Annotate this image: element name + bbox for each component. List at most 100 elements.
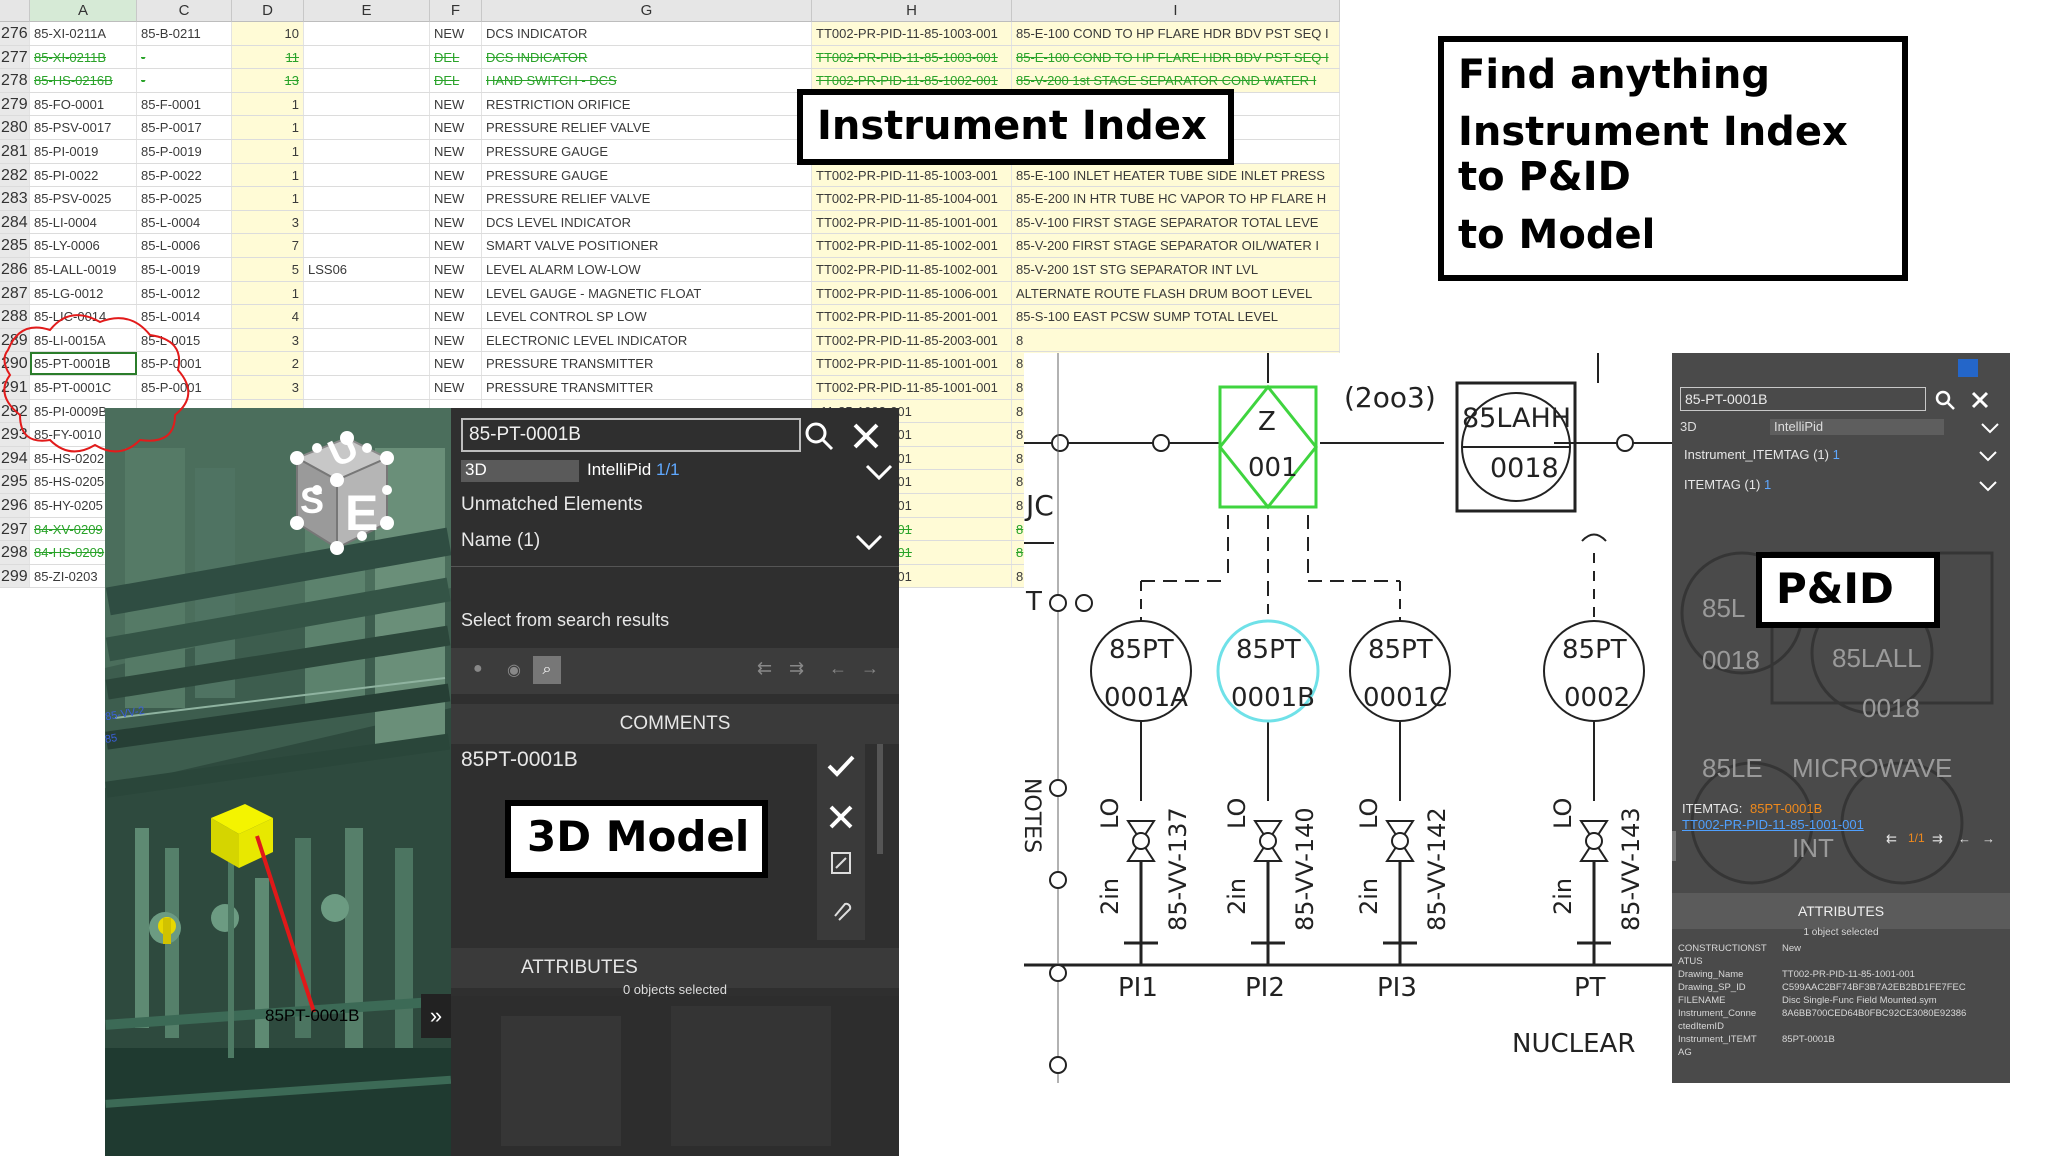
chevron-down-icon[interactable] bbox=[1978, 479, 1998, 493]
table-cell[interactable]: 85-LY-0006 bbox=[30, 234, 137, 257]
table-cell[interactable]: NEW bbox=[430, 352, 482, 375]
table-cell[interactable]: 85-FO-0001 bbox=[30, 92, 137, 116]
table-cell[interactable]: 1 bbox=[232, 116, 304, 139]
collapse-panel-button[interactable]: » bbox=[1672, 831, 1676, 861]
edit-icon[interactable] bbox=[829, 850, 853, 876]
table-cell[interactable]: NEW bbox=[430, 140, 482, 163]
table-cell[interactable]: 85-P-0001 bbox=[137, 376, 232, 399]
table-cell[interactable]: TT002-PR-PID-11-85-1002-001 bbox=[812, 258, 1012, 281]
table-cell[interactable]: 85-LI-0015A bbox=[30, 328, 137, 352]
table-cell[interactable]: 85-E-100 COND TO HP FLARE HDR BDV PST SE… bbox=[1012, 22, 1340, 45]
column-header[interactable]: D bbox=[232, 0, 304, 22]
table-cell[interactable]: LEVEL GAUGE - MAGNETIC FLOAT bbox=[482, 281, 812, 305]
filter-itemtag[interactable]: ITEMTAG (1) 1 bbox=[1684, 477, 1771, 492]
comment-text[interactable]: 85PT-0001B bbox=[461, 748, 578, 771]
table-cell[interactable]: 85-L-0012 bbox=[137, 281, 232, 305]
table-cell[interactable] bbox=[304, 92, 430, 116]
table-cell[interactable]: NEW bbox=[430, 116, 482, 139]
table-cell[interactable]: 85-E-100 COND TO HP FLARE HDR BDV PST SE… bbox=[1012, 45, 1340, 69]
table-cell[interactable]: 1 bbox=[232, 163, 304, 187]
attach-icon[interactable] bbox=[829, 896, 853, 922]
table-cell[interactable] bbox=[304, 352, 430, 375]
search-icon[interactable] bbox=[803, 420, 835, 452]
table-cell[interactable]: DCS INDICATOR bbox=[482, 22, 812, 45]
result-item[interactable]: ITEMTAG: 85PT-0001B TT002-PR-PID-11-85-1… bbox=[1678, 799, 2004, 849]
table-cell[interactable]: 13 bbox=[232, 69, 304, 92]
comment-scrollbar[interactable] bbox=[877, 744, 883, 854]
close-icon[interactable] bbox=[851, 421, 881, 451]
table-cell[interactable]: 85-PSV-0017 bbox=[30, 116, 137, 139]
table-cell[interactable] bbox=[304, 328, 430, 352]
table-cell[interactable]: NEW bbox=[430, 92, 482, 116]
table-cell[interactable]: 85-LALL-0019 bbox=[30, 258, 137, 281]
table-cell[interactable]: PRESSURE GAUGE bbox=[482, 163, 812, 187]
prev-arrow-icon[interactable]: ← bbox=[829, 658, 847, 678]
table-cell[interactable]: SMART VALVE POSITIONER bbox=[482, 234, 812, 257]
table-cell[interactable]: RESTRICTION ORIFICE bbox=[482, 92, 812, 116]
table-cell[interactable]: 85-XI-0211B bbox=[30, 45, 137, 69]
table-cell[interactable] bbox=[304, 187, 430, 210]
column-header[interactable] bbox=[0, 0, 30, 22]
chevron-down-icon[interactable] bbox=[865, 462, 893, 482]
table-cell[interactable] bbox=[304, 305, 430, 328]
next-arrow-icon[interactable]: → bbox=[1982, 831, 1995, 846]
close-icon[interactable] bbox=[828, 804, 854, 830]
table-cell[interactable]: 85-V-200 1ST STG SEPARATOR INT LVL bbox=[1012, 258, 1340, 281]
table-cell[interactable] bbox=[304, 116, 430, 139]
minimize-button[interactable] bbox=[1958, 359, 1978, 377]
table-cell[interactable]: TT002-PR-PID-11-85-1003-001 bbox=[812, 22, 1012, 45]
table-cell[interactable]: NEW bbox=[430, 376, 482, 399]
table-cell[interactable]: LEVEL CONTROL SP LOW bbox=[482, 305, 812, 328]
next-arrow-icon[interactable]: → bbox=[861, 658, 879, 678]
bubble-4-bottom[interactable]: 0002 bbox=[1564, 683, 1631, 713]
table-cell[interactable]: 1 bbox=[232, 92, 304, 116]
table-cell[interactable]: 1 bbox=[232, 187, 304, 210]
bubble-3-top[interactable]: 85PT bbox=[1368, 635, 1433, 665]
table-cell[interactable]: 85-L-0015 bbox=[137, 328, 232, 352]
table-cell[interactable]: TT002-PR-PID-11-85-1001-001 bbox=[812, 352, 1012, 375]
pin-icon[interactable]: ● bbox=[473, 660, 483, 677]
table-cell[interactable]: NEW bbox=[430, 210, 482, 234]
column-header[interactable]: G bbox=[482, 0, 812, 22]
table-cell[interactable]: 85-L-0004 bbox=[137, 210, 232, 234]
table-cell[interactable] bbox=[304, 69, 430, 92]
table-cell[interactable]: NEW bbox=[430, 281, 482, 305]
table-cell[interactable]: 85-PT-0001C bbox=[30, 376, 137, 399]
table-cell[interactable]: - bbox=[137, 69, 232, 92]
table-cell[interactable]: NEW bbox=[430, 187, 482, 210]
z-instrument-bottom[interactable]: 001 bbox=[1248, 453, 1298, 483]
table-cell[interactable]: 3 bbox=[232, 328, 304, 352]
table-cell[interactable] bbox=[304, 234, 430, 257]
table-cell[interactable]: 85-P-0019 bbox=[137, 140, 232, 163]
table-cell[interactable]: TT002-PR-PID-11-85-1003-001 bbox=[812, 45, 1012, 69]
check-icon[interactable] bbox=[827, 754, 855, 778]
table-cell[interactable]: 85-PI-0022 bbox=[30, 163, 137, 187]
pid-tab-3d[interactable]: 3D bbox=[1680, 419, 1697, 434]
table-cell[interactable] bbox=[304, 281, 430, 305]
view-navigation-cube[interactable] bbox=[277, 428, 407, 558]
table-cell[interactable]: NEW bbox=[430, 234, 482, 257]
pid-drawing[interactable]: (2oo3) Z 001 85LAHH 0018 JC T NOTES 85PT… bbox=[1024, 353, 1672, 1083]
chevron-down-icon[interactable] bbox=[1980, 421, 2000, 435]
table-cell[interactable]: HAND SWITCH - DCS bbox=[482, 69, 812, 92]
table-cell[interactable]: 10 bbox=[232, 22, 304, 45]
column-header[interactable]: E bbox=[304, 0, 430, 22]
table-cell[interactable]: 85-XI-0211A bbox=[30, 22, 137, 45]
table-cell[interactable]: DCS INDICATOR bbox=[482, 45, 812, 69]
column-header[interactable]: F bbox=[430, 0, 482, 22]
3d-model-viewport[interactable]: 85-VV-2 85 U S E 85PT-0001B » bbox=[105, 408, 451, 1156]
table-cell[interactable]: 7 bbox=[232, 234, 304, 257]
table-cell[interactable]: PRESSURE RELIEF VALVE bbox=[482, 116, 812, 139]
table-cell[interactable]: DEL bbox=[430, 69, 482, 92]
zoom-to-icon[interactable]: ⌕ bbox=[533, 656, 561, 684]
table-cell[interactable]: 85-V-200 FIRST STAGE SEPARATOR OIL/WATER… bbox=[1012, 234, 1340, 257]
search-input[interactable]: 85-PT-0001B bbox=[461, 418, 801, 452]
table-cell[interactable] bbox=[304, 45, 430, 69]
